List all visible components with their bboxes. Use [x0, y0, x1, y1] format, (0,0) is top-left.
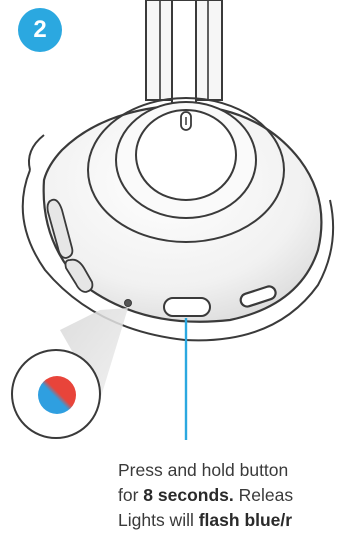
led-indicator-icon — [38, 376, 76, 414]
instruction-line-3: Lights will flash blue/r — [118, 508, 293, 533]
instruction-line-1: Press and hold button — [118, 458, 293, 483]
step-badge: 2 — [18, 8, 62, 52]
pairing-button[interactable] — [164, 298, 210, 316]
instruction-text: Press and hold button for 8 seconds. Rel… — [118, 458, 293, 533]
instruction-line-2: for 8 seconds. Releas — [118, 483, 293, 508]
mic-hole — [125, 300, 132, 307]
